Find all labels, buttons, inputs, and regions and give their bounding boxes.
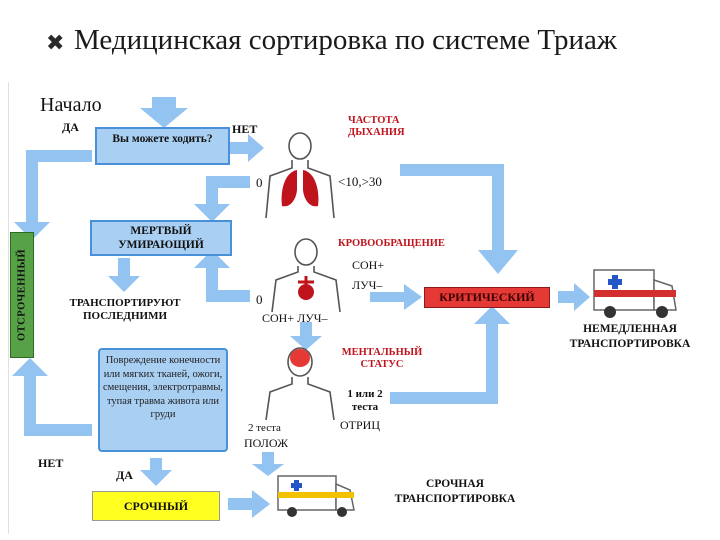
critical-ambulance-arrow [558,283,590,311]
start-label: Начало [40,94,102,116]
no-arrow [228,134,264,162]
deferred-badge: ОТСРОЧЕННЫЙ [10,232,34,358]
brain-icon [290,349,310,367]
circ-zero-label: 0 [256,292,263,307]
transport-last-label: ТРАНСПОРТИРУЮТ ПОСЛЕДНИМИ [69,297,181,322]
son-plus-label: СОН+ [352,258,385,272]
circ-down-arrow [290,322,322,350]
positive-label: ПОЛОЖ [244,436,288,450]
circ-zero-arrow [194,250,250,302]
dead-dying-box: МЕРТВЫЙ УМИРАЮЩИЙ [90,220,232,256]
mental-critical-arrow [390,306,510,404]
urgent-ambulance-arrow [228,490,270,518]
lungs-icon [281,170,319,207]
human-figure-circulation [271,238,341,313]
start-arrow [140,97,188,128]
dead-down-arrow [108,258,140,292]
no-label-top: НЕТ [232,122,258,136]
breath-range-label: <10,>30 [338,174,382,189]
urgent-badge: СРОЧНЫЙ [92,491,220,521]
yes-loop-arrow [14,136,92,240]
walk-question-text: Вы можете ходить? [112,133,213,145]
deferred-text: ОТСРОЧЕННЫЙ [16,248,28,342]
mental-down-arrow [252,452,284,476]
yes-label-bottom: ДА [116,468,133,482]
bullet-icon: ✖ [46,30,65,55]
human-figure-breathing [265,132,335,219]
son-luch-label: СОН+ ЛУЧ– [262,311,328,325]
ambulance-icon-top [593,269,677,318]
circ-critical-arrow [370,284,422,310]
dead-dying-text: МЕРТВЫЙ УМИРАЮЩИЙ [118,225,204,251]
immediate-transport-label: НЕМЕДЛЕННАЯ ТРАНСПОРТИРОВКА [569,323,691,350]
ambulance-icon-bottom [277,475,355,517]
luch-minus-label: ЛУЧ– [352,278,383,292]
limb-injury-box: Повреждение конечности или мягких тканей… [98,348,228,452]
two-tests-label: 2 теста [248,422,281,434]
heart-icon [298,276,314,300]
title-row: ✖ Медицинская сортировка по системе Триа… [0,0,720,80]
walk-question-box: Вы можете ходить? [95,127,230,165]
negative-label: ОТРИЦ [340,418,381,432]
critical-badge: КРИТИЧЕСКИЙ [424,287,550,308]
breath-zero-label: 0 [256,175,263,190]
no-loop-arrow [12,358,92,436]
breath-critical-arrow [400,164,518,274]
page-title: Медицинская сортировка по системе Триаж [74,24,617,56]
one-two-tests-label: 1 или 2 теста [347,388,383,413]
breathing-rate-label: ЧАСТОТА ДЫХАНИЯ [348,115,405,138]
limb-down-arrow [140,458,172,486]
mental-status-label: МЕНТАЛЬНЫЙ СТАТУС [341,347,423,370]
no-label-bottom: НЕТ [38,456,64,470]
yes-label-top: ДА [62,120,79,134]
breath-zero-arrow [194,176,250,222]
urgent-transport-label: СРОЧНАЯ ТРАНСПОРТИРОВКА [394,478,516,505]
circulation-label: КРОВООБРАЩЕНИЕ [338,238,445,249]
